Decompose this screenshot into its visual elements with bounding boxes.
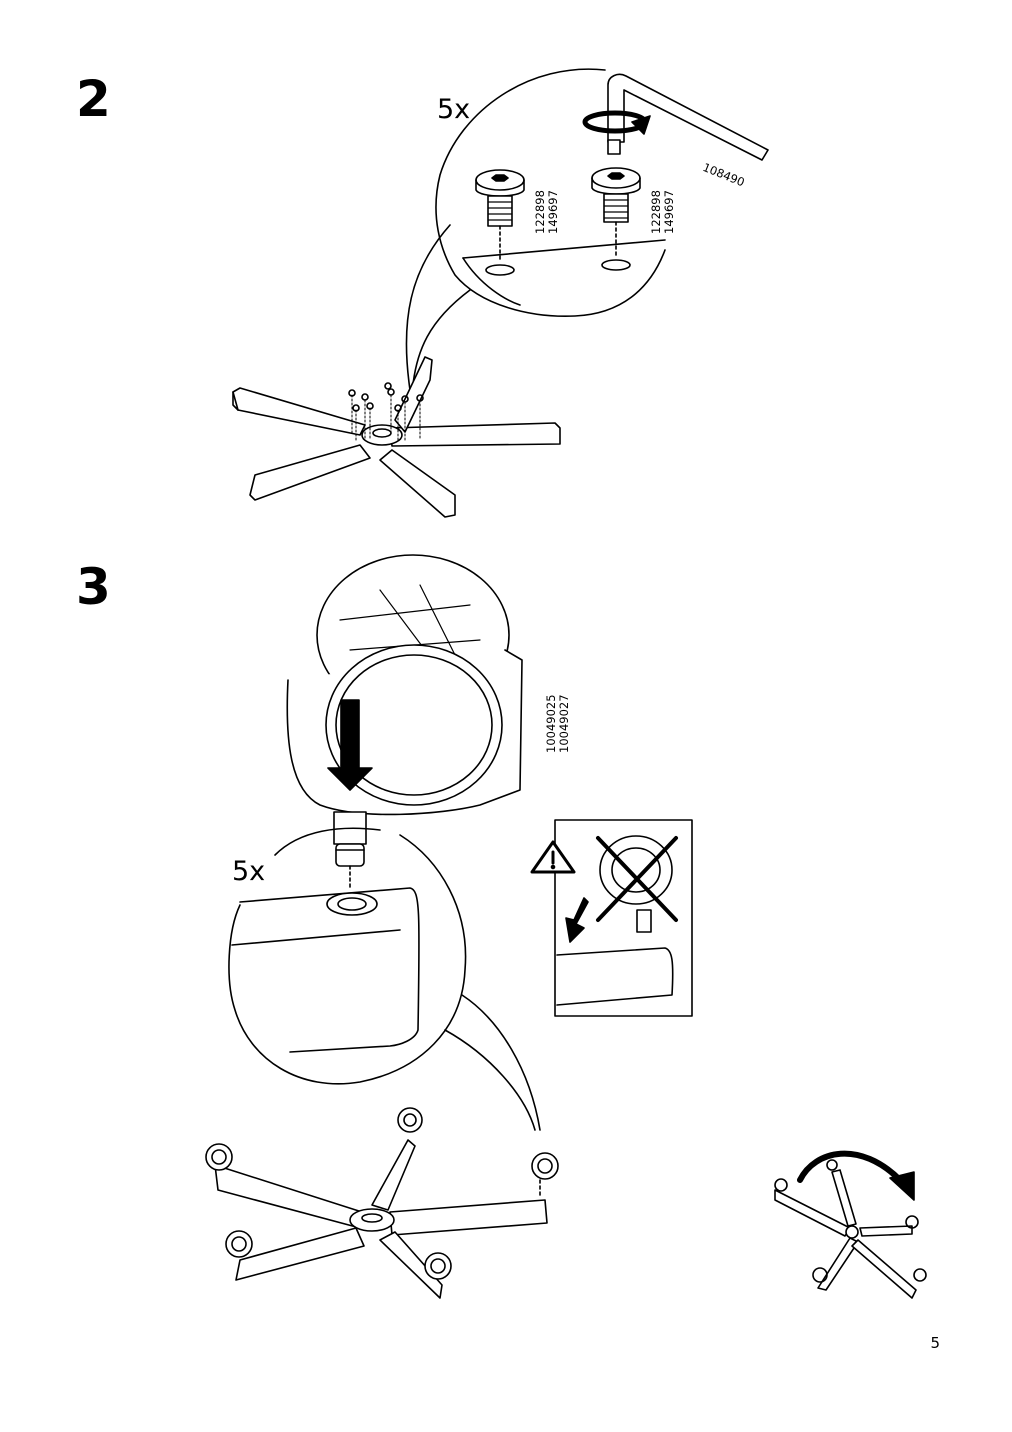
gas-cylinder-stem xyxy=(333,811,367,891)
page-number: 5 xyxy=(930,1334,940,1352)
step-3-detail-callout xyxy=(228,827,541,1131)
step-2-detail-callout xyxy=(405,68,666,396)
seat-shell xyxy=(286,554,523,816)
step-3-number: 3 xyxy=(76,558,111,616)
screw-icon xyxy=(475,169,525,263)
step-2-screw-count: 5x xyxy=(437,94,471,125)
allen-key-icon xyxy=(582,73,769,161)
down-arrow-icon xyxy=(327,699,373,791)
star-base-step-2 xyxy=(232,356,561,518)
step-2-number: 2 xyxy=(76,70,111,128)
step-3-caster-count: 5x xyxy=(232,856,266,887)
warning-triangle-icon xyxy=(530,840,576,874)
star-base-with-casters xyxy=(205,1107,559,1299)
screw-icon xyxy=(591,167,641,259)
flip-over-illustration xyxy=(774,1150,927,1299)
down-left-arrow-icon xyxy=(565,897,589,943)
